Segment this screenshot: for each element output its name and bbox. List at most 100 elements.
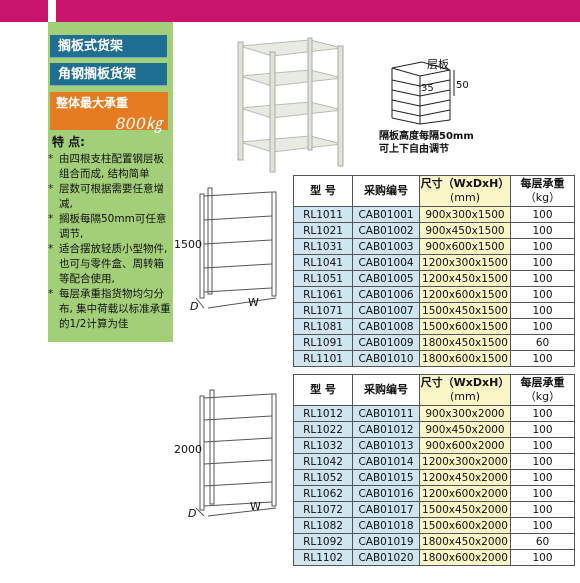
shelf-label: 层板 [427,58,449,71]
cell-size: 900x450x2000 [419,421,511,438]
header-code: 采购编号 [352,374,420,406]
feature-item: 由四根支柱配置钢层板组合而成, 结构简单 [48,152,172,182]
header-load-line1: 每层承重 [520,177,565,190]
header-load-line2: （kg） [524,191,561,204]
cell-size: 1800x450x2000 [419,533,511,550]
cell-size: 1800x600x2000 [419,549,511,566]
cell-load: 100 [510,453,575,470]
cell-size: 1500x450x1500 [419,302,511,319]
cell-model: RL1082 [293,517,353,534]
cell-code: CAB01010 [352,350,420,367]
spec-table-2000: 型 号 采购编号 尺寸（WxDxH） (mm) 每层承重 （kg） RL1012… [293,374,575,566]
features-title: 特 点: [52,135,85,149]
cell-size: 1200x300x1500 [419,254,511,271]
feature-item: 搁板每隔50mm可任意调节, [48,212,172,242]
header-code: 采购编号 [352,175,420,207]
cell-load: 100 [510,549,575,566]
cell-code: CAB01007 [352,302,420,319]
cell-code: CAB01020 [352,549,420,566]
cell-load: 100 [510,517,575,534]
cell-size: 1200x600x2000 [419,485,511,502]
cell-model: RL1031 [293,238,353,255]
rack-1500-diagram [195,187,277,309]
cell-load: 100 [510,318,575,335]
cell-size: 900x300x2000 [419,405,511,422]
cell-code: CAB01013 [352,437,420,454]
rack-2000-height: 2000 [174,443,202,456]
pitch-note: 隔板高度每隔50mm 可上下自由调节 [379,130,474,156]
cell-load: 100 [510,270,575,287]
cell-model: RL1012 [293,405,353,422]
cell-load: 100 [510,405,575,422]
dimension-35: 35 [421,83,434,94]
cell-code: CAB01014 [352,453,420,470]
cell-load: 100 [510,238,575,255]
header-load-line2: （kg） [524,390,561,403]
cell-code: CAB01003 [352,238,420,255]
cell-load: 100 [510,206,575,223]
cell-model: RL1101 [293,350,353,367]
cell-size: 1200x450x1500 [419,270,511,287]
header-size-line1: 尺寸（WxDxH） [420,376,510,389]
feature-item: 层数可根据需要任意增减, [48,182,172,212]
cell-code: CAB01005 [352,270,420,287]
cell-model: RL1021 [293,222,353,239]
header-load: 每层承重 （kg） [510,374,575,406]
header-size: 尺寸（WxDxH） (mm) [419,374,511,406]
rack-2000-diagram [195,389,277,517]
max-load-value: 800㎏ [115,114,162,133]
rack-1500-width: W [248,296,259,309]
cell-model: RL1011 [293,206,353,223]
cell-code: CAB01006 [352,286,420,303]
top-banner [0,0,580,22]
cell-load: 100 [510,485,575,502]
cell-code: CAB01017 [352,501,420,518]
cell-load: 100 [510,421,575,438]
cell-code: CAB01008 [352,318,420,335]
cell-model: RL1062 [293,485,353,502]
cell-load: 100 [510,437,575,454]
cell-load: 60 [510,334,575,351]
cell-code: CAB01015 [352,469,420,486]
spec-table-1500: 型 号 采购编号 尺寸（WxDxH） (mm) 每层承重 （kg） RL1011… [293,175,575,367]
cell-size: 1200x300x2000 [419,453,511,470]
cell-model: RL1081 [293,318,353,335]
shelf-product-photo [237,37,344,173]
cell-size: 900x600x2000 [419,437,511,454]
pitch-note-line1: 隔板高度每隔50mm [379,131,474,142]
cell-code: CAB01019 [352,533,420,550]
cell-code: CAB01004 [352,254,420,271]
rack-1500-depth: D [190,300,199,313]
cell-load: 100 [510,302,575,319]
cell-size: 1500x600x1500 [419,318,511,335]
features-list: 由四根支柱配置钢层板组合而成, 结构简单 层数可根据需要任意增减, 搁板每隔50… [48,152,172,332]
cell-load: 100 [510,350,575,367]
cell-load: 100 [510,469,575,486]
header-load-line1: 每层承重 [520,376,565,389]
cell-model: RL1061 [293,286,353,303]
feature-item: 每层承重指货物均匀分布, 集中荷载以标准承重的1/2计算为佳 [48,287,172,332]
cell-model: RL1102 [293,549,353,566]
cell-load: 100 [510,286,575,303]
cell-size: 900x450x1500 [419,222,511,239]
cell-code: CAB01016 [352,485,420,502]
cell-model: RL1092 [293,533,353,550]
cell-code: CAB01002 [352,222,420,239]
cell-size: 1500x600x2000 [419,517,511,534]
cell-load: 100 [510,254,575,271]
